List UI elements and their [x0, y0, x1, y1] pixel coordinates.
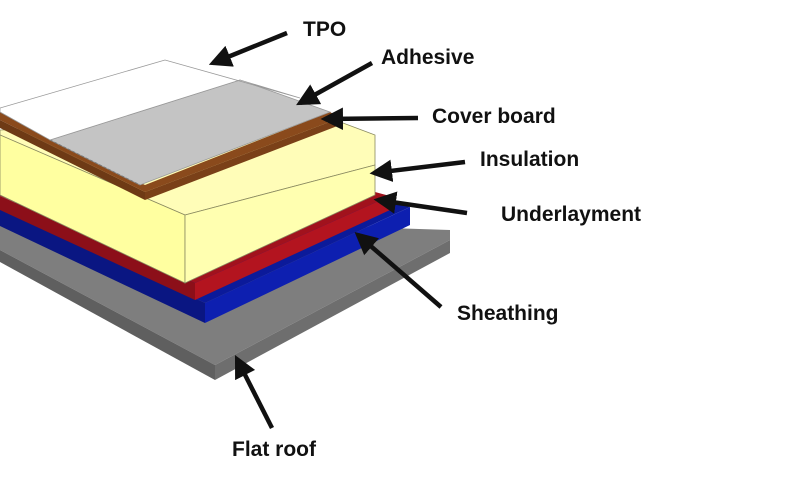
adhesive-edge — [49, 139, 141, 186]
tpo-layer — [0, 59, 301, 141]
cover-board-band — [0, 120, 145, 200]
underlayment-label: Underlayment — [501, 203, 641, 226]
tpo-sheet — [0, 59, 301, 141]
cover-board-label: Cover board — [432, 105, 556, 128]
tpo-arrow — [208, 30, 288, 67]
underlayment-arrow — [373, 191, 468, 216]
cover-board-arrow — [320, 107, 419, 131]
cover-board-top — [0, 112, 340, 192]
labels: TPO Adhesive Cover board Insulation Unde… — [232, 18, 641, 461]
sheathing-label: Sheathing — [457, 302, 559, 325]
sheathing-side — [0, 208, 205, 323]
flat-roof-front — [215, 240, 450, 380]
flat-roof-label: Flat roof — [232, 438, 317, 461]
tpo-label: TPO — [303, 18, 346, 41]
cover-board-front — [145, 118, 340, 200]
insulation-arrow — [369, 159, 466, 183]
adhesive-arrow — [296, 61, 374, 106]
cover-board-layer — [0, 112, 340, 200]
flat-roof-side — [0, 250, 215, 380]
flat-roof-arrow — [234, 354, 275, 430]
sheathing-arrow — [354, 232, 443, 309]
underlayment-front — [195, 196, 390, 300]
insulation-label: Insulation — [480, 148, 579, 171]
underlayment-side — [0, 196, 195, 300]
arrows — [208, 30, 468, 430]
adhesive-label: Adhesive — [381, 46, 474, 69]
